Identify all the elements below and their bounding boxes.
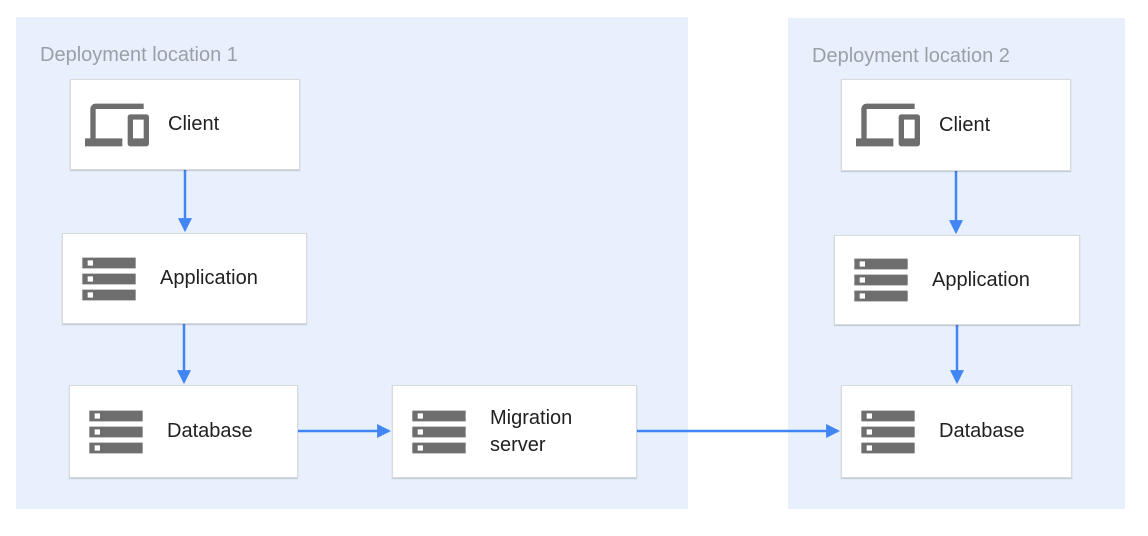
server-stack-icon bbox=[407, 400, 471, 464]
node-label: Migration server bbox=[490, 406, 573, 456]
node-label: Client bbox=[939, 113, 991, 136]
node-database-2: Database bbox=[841, 385, 1072, 478]
devices-icon bbox=[85, 93, 149, 157]
node-client-2: Client bbox=[841, 79, 1071, 171]
node-application-1: Application bbox=[62, 233, 307, 324]
server-stack-icon bbox=[84, 400, 148, 464]
node-migration-server: Migration server bbox=[392, 385, 637, 478]
server-stack-icon bbox=[849, 248, 913, 312]
node-label: Database bbox=[167, 420, 253, 442]
devices-icon bbox=[856, 93, 920, 157]
node-application-2: Application bbox=[834, 235, 1080, 325]
server-stack-icon bbox=[856, 400, 920, 464]
node-label: Application bbox=[160, 267, 258, 289]
region-title-2: Deployment location 2 bbox=[812, 45, 1010, 67]
node-label: Database bbox=[939, 420, 1025, 442]
region-title-1: Deployment location 1 bbox=[40, 44, 238, 66]
server-stack-icon bbox=[77, 247, 141, 311]
node-label: Client bbox=[168, 113, 220, 135]
node-label: Application bbox=[932, 268, 1030, 291]
node-database-1: Database bbox=[69, 385, 298, 478]
node-client-1: Client bbox=[70, 79, 300, 170]
